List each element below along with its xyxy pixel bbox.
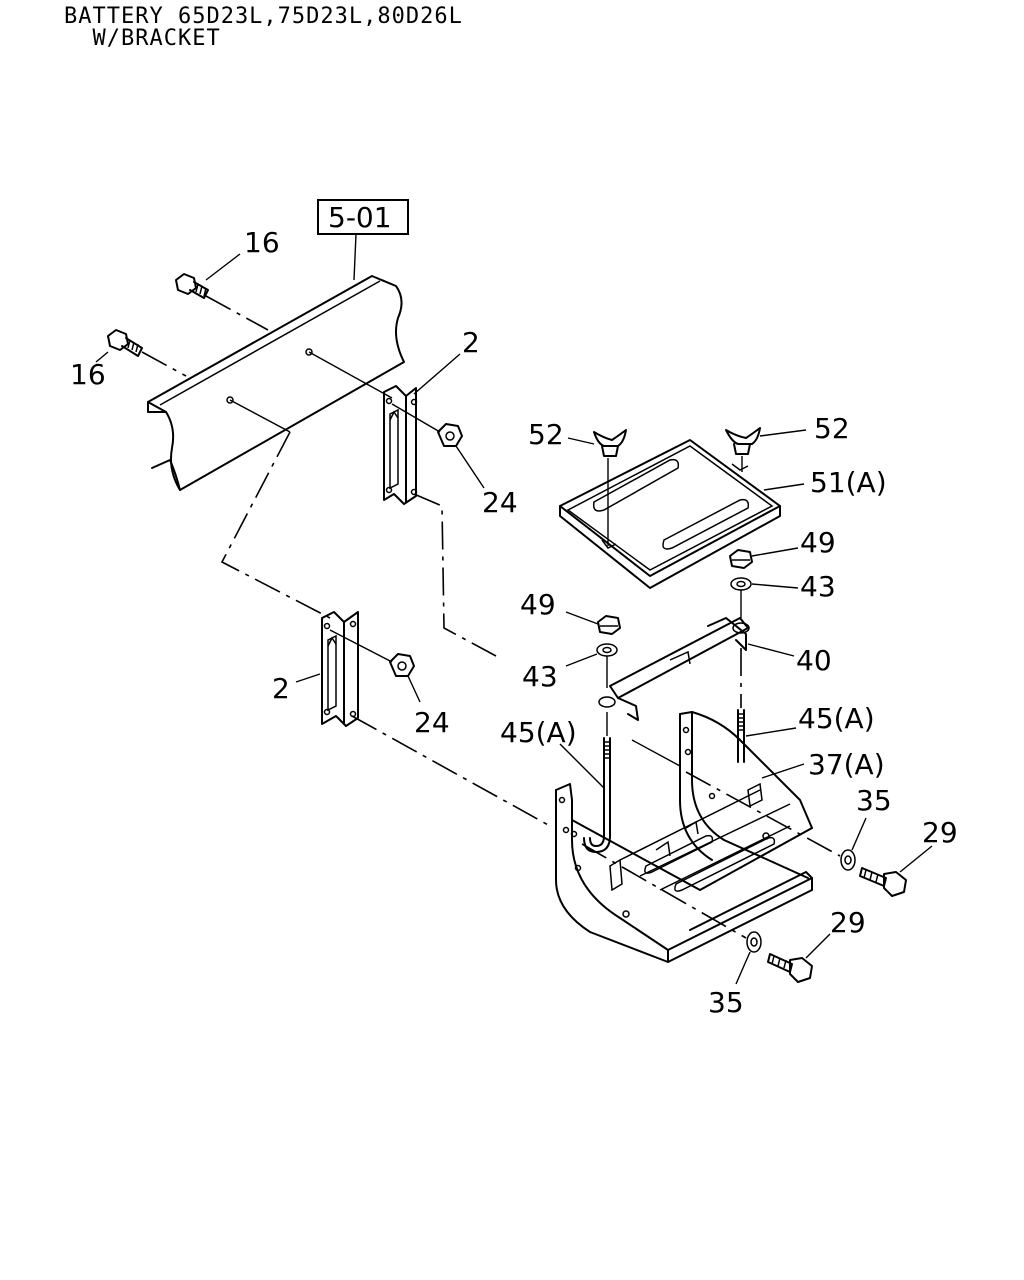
washer-35-lower[interactable] [746,931,762,953]
washer-43-left[interactable] [596,643,618,657]
wing-nut-52-right[interactable] [725,427,761,455]
callout-45a-left[interactable]: 45(A) [500,716,577,749]
callout-40[interactable]: 40 [796,644,832,677]
bracket-2-lower[interactable] [321,611,359,727]
wing-nut-52-left[interactable] [593,429,627,457]
callout-49-right[interactable]: 49 [800,526,836,559]
callout-52-left[interactable]: 52 [528,418,564,451]
callout-49-left[interactable]: 49 [520,588,556,621]
callout-43-left[interactable]: 43 [522,660,558,693]
reference-leader [353,233,357,281]
bolt-16-left[interactable] [107,329,143,357]
callout-2-upper[interactable]: 2 [462,326,480,359]
callout-24-lower[interactable]: 24 [414,706,450,739]
washer-43-right[interactable] [730,577,752,591]
rod-45a-right[interactable] [737,709,745,763]
callout-35-right[interactable]: 35 [856,784,892,817]
clamp-bar-40[interactable] [598,617,750,721]
callout-52-right[interactable]: 52 [814,412,850,445]
bolt-29-lower[interactable] [767,953,813,983]
battery-cover-51a[interactable] [559,439,781,589]
callout-37a[interactable]: 37(A) [808,748,885,781]
title-line-2: W/BRACKET [64,26,221,51]
nut-24-lower[interactable] [389,653,415,677]
nut-49-right[interactable] [729,549,753,569]
washer-35-right[interactable] [840,849,856,871]
frame-rail [147,275,405,491]
callout-35-lower[interactable]: 35 [708,986,744,1019]
callout-43-right[interactable]: 43 [800,570,836,603]
bolt-16-top[interactable] [175,273,209,299]
bolt-29-right[interactable] [859,867,907,897]
bracket-2-upper[interactable] [383,385,418,505]
nut-49-left[interactable] [597,615,621,635]
rod-45a-left[interactable] [583,737,611,853]
reference-box-label: 5-01 [328,201,392,234]
callout-16-top[interactable]: 16 [244,226,280,259]
callout-51a[interactable]: 51(A) [810,466,887,499]
reference-box[interactable]: 5-01 [317,199,409,235]
callout-29-right[interactable]: 29 [922,816,958,849]
diagram-title: BATTERY 65D23L,75D23L,80D26L W/BRACKET [64,6,463,50]
callout-24-upper[interactable]: 24 [482,486,518,519]
battery-tray-37a[interactable] [555,711,813,963]
title-line-1: BATTERY 65D23L,75D23L,80D26L [64,4,463,29]
nut-24-upper[interactable] [437,423,463,447]
callout-29-lower[interactable]: 29 [830,906,866,939]
callout-2-lower[interactable]: 2 [272,672,290,705]
callout-45a-right[interactable]: 45(A) [798,702,875,735]
callout-16-left[interactable]: 16 [70,358,106,391]
